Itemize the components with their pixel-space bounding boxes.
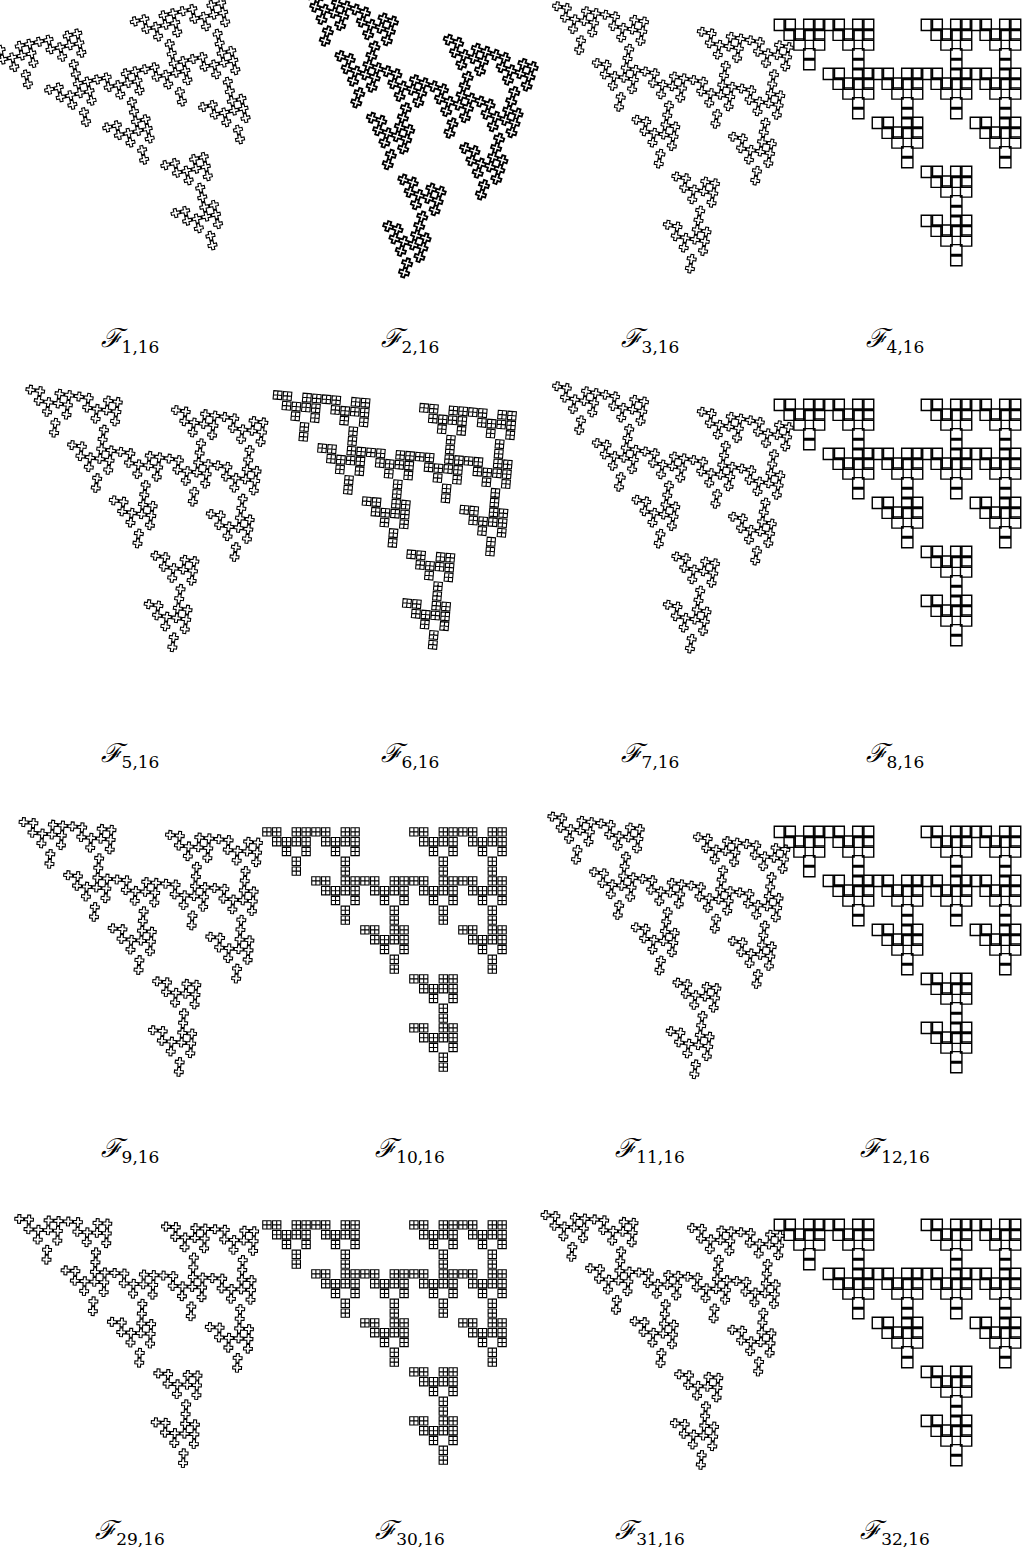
fractal-figure: [774, 1219, 1020, 1465]
figure-label: ℱ3,16: [621, 323, 680, 357]
fractal-curve: [253, 391, 517, 655]
fractal-curve: [774, 19, 1020, 265]
figure-label: ℱ7,16: [621, 738, 680, 772]
fractal-figure: [0, 817, 263, 1081]
fractal-figure: [774, 19, 1020, 265]
fractal-curve: [263, 1221, 507, 1465]
figure-label: ℱ11,16: [615, 1133, 685, 1167]
fractal-curve: [511, 1, 794, 284]
figure-label: ℱ29,16: [95, 1515, 165, 1549]
fractal-figure: [515, 812, 791, 1088]
fractal-figure: [263, 828, 507, 1072]
fractal-figure: [0, 385, 268, 661]
fractal-figure: [520, 1210, 784, 1474]
figure-label: ℱ5,16: [101, 738, 160, 772]
fractal-curve: [2, 1214, 258, 1470]
figure-label: ℱ2,16: [381, 323, 440, 357]
fractal-figure: [230, 0, 539, 297]
figure-label: ℱ9,16: [101, 1133, 160, 1167]
fractal-curve: [0, 817, 263, 1081]
fractal-figure: [511, 1, 794, 284]
figure-label: ℱ1,16: [101, 323, 160, 357]
fractal-figure: [774, 399, 1020, 645]
fractal-figure: [2, 1214, 258, 1470]
fractal-figure: [263, 1221, 507, 1465]
fractal-figure: [0, 0, 275, 287]
fractal-figure: [253, 391, 517, 655]
figure-label: ℱ30,16: [375, 1515, 445, 1549]
fractal-curve: [774, 1219, 1020, 1465]
fractal-curve: [511, 381, 794, 664]
fractal-curve: [0, 0, 275, 287]
fractal-curve: [263, 828, 507, 1072]
fractal-figure: [511, 381, 794, 664]
fractal-figure: [774, 826, 1020, 1072]
figure-label: ℱ4,16: [866, 323, 925, 357]
figure-label: ℱ32,16: [860, 1515, 930, 1549]
fractal-curve: [0, 385, 268, 661]
figure-label: ℱ10,16: [375, 1133, 445, 1167]
fractal-curve: [774, 399, 1020, 645]
fractal-curve: [515, 812, 791, 1088]
fractal-curve: [520, 1210, 784, 1474]
figure-label: ℱ31,16: [615, 1515, 685, 1549]
figure-label: ℱ8,16: [866, 738, 925, 772]
fractal-curve: [774, 826, 1020, 1072]
figure-label: ℱ6,16: [381, 738, 440, 772]
fractal-curve: [230, 0, 539, 297]
figure-label: ℱ12,16: [860, 1133, 930, 1167]
